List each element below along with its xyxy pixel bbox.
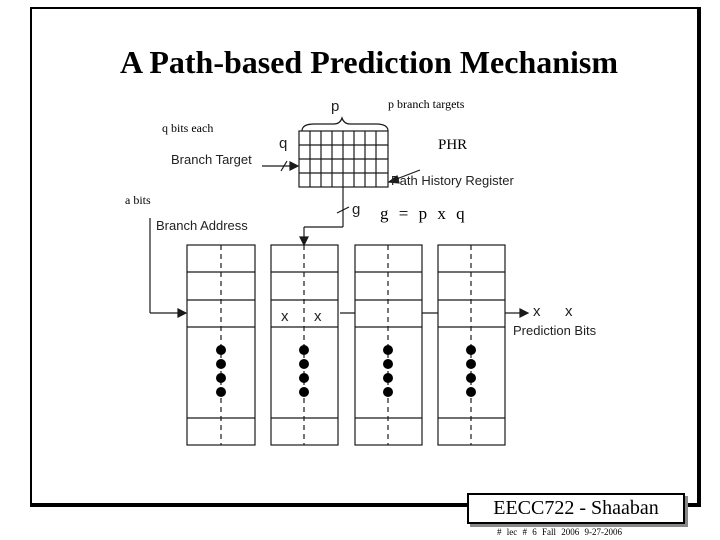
course-footer-box: EECC722 - Shaaban (467, 493, 685, 524)
q-bits-each-label: q bits each (162, 121, 214, 135)
table-2-dots (299, 345, 309, 397)
branch-address-arrow (149, 218, 188, 318)
a-bits-label: a bits (125, 193, 151, 207)
x-label-2: x (314, 308, 322, 325)
phr-label: PHR (438, 137, 468, 153)
branch-target-arrow (262, 160, 300, 172)
table-1-dots (216, 345, 226, 397)
x-label-1: x (281, 308, 289, 325)
table-3-dots (383, 345, 393, 397)
table-4-dots (466, 345, 476, 397)
path-history-register-grid (298, 130, 389, 188)
g-label: g (352, 201, 361, 218)
branch-address-label: Branch Address (156, 218, 248, 233)
prediction-table-2 (270, 244, 339, 446)
prediction-table-3 (354, 244, 423, 446)
prediction-bits-label: Prediction Bits (513, 323, 597, 338)
p-brace (301, 116, 389, 132)
formula-label: g = p x q (380, 204, 468, 223)
q-label: q (279, 135, 288, 152)
prediction-table-4 (437, 244, 506, 446)
path-history-register-label: Path History Register (391, 173, 514, 188)
prediction-x-label-2: x (565, 303, 573, 320)
prediction-x-label-1: x (533, 303, 541, 320)
p-branch-targets-label: p branch targets (388, 97, 465, 111)
branch-target-label: Branch Target (171, 152, 252, 167)
phr-pointer-arrow (387, 169, 421, 184)
slide-title: A Path-based Prediction Mechanism (119, 44, 619, 80)
p-label: p (331, 98, 340, 115)
lecture-meta: # lec # 6 Fall 2006 9-27-2006 (497, 527, 622, 537)
g-bits-arrow (299, 187, 350, 247)
